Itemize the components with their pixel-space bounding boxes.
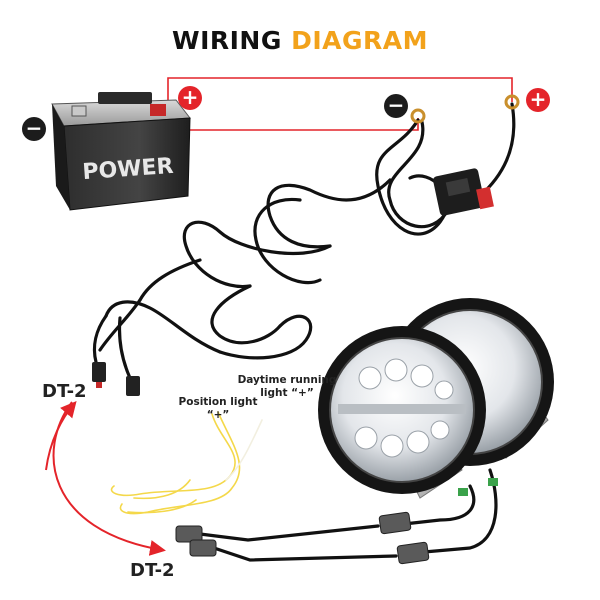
- diagram-title: WIRING DIAGRAM: [0, 26, 600, 55]
- battery: POWER: [51, 92, 191, 211]
- positive-circuit-line: [167, 77, 513, 118]
- negative-circuit-line: [167, 118, 419, 131]
- battery-positive-symbol: +: [178, 86, 202, 110]
- battery-negative-symbol: −: [22, 117, 46, 141]
- dt2-link-arrow: [52, 401, 166, 556]
- daytime-running-sign: light “+”: [260, 387, 314, 399]
- dt2-label-left: DT-2: [42, 381, 87, 402]
- title-word-diagram: DIAGRAM: [291, 26, 428, 55]
- dt2-connectors-bottom: [175, 511, 430, 565]
- positive-ring-terminal: [504, 94, 520, 110]
- relay-box: [433, 168, 494, 216]
- position-light-text: Position light: [178, 396, 258, 408]
- signal-wires: [110, 411, 263, 515]
- daytime-running-text: Daytime running: [237, 374, 337, 386]
- dt2-connectors-left: [92, 362, 140, 396]
- light-front: [318, 326, 486, 499]
- dt2-label-bottom: DT-2: [130, 560, 175, 581]
- position-light-sign: “+”: [206, 409, 230, 421]
- light-cables: [198, 468, 498, 562]
- title-word-wiring: WIRING: [172, 26, 282, 55]
- position-light-label: Position light “+”: [168, 396, 268, 422]
- ground-terminal-symbol: −: [384, 94, 408, 118]
- dt2-link-arrow-up: [45, 400, 77, 471]
- negative-ring-terminal: [410, 108, 426, 124]
- daytime-running-light-label: Daytime running light “+”: [232, 374, 342, 400]
- power-terminal-symbol: +: [526, 88, 550, 112]
